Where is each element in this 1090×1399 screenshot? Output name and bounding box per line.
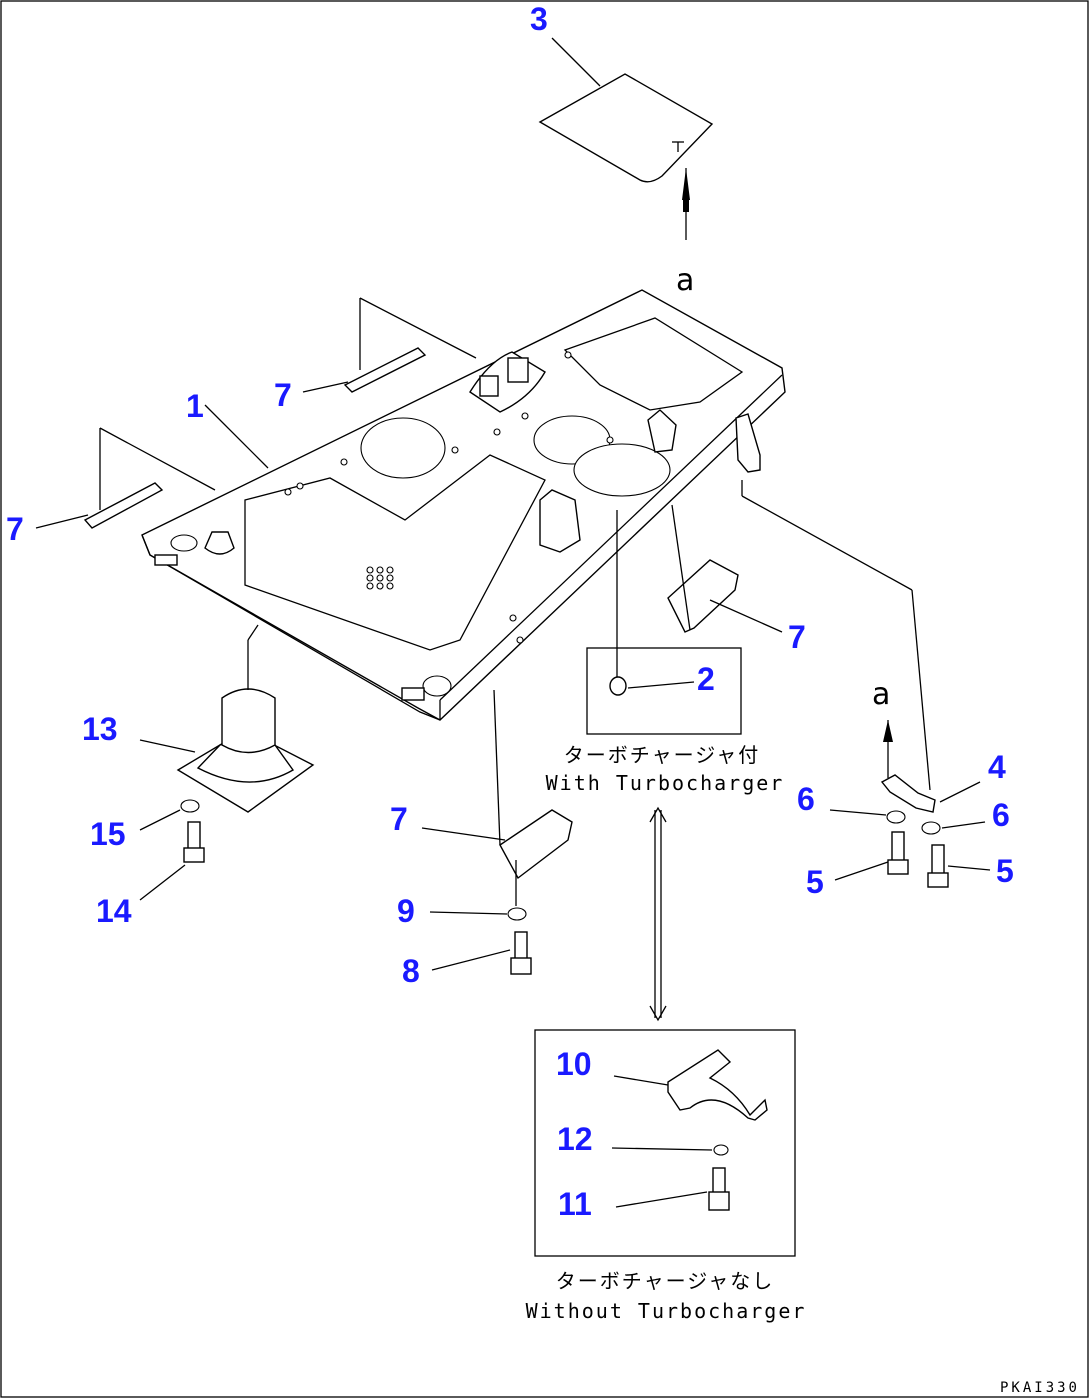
without-turbo-box xyxy=(534,1029,796,1257)
callout-14: 14 xyxy=(96,893,132,929)
callout-11: 11 xyxy=(558,1186,592,1222)
part-8-bolt xyxy=(431,931,532,975)
part-7-bracket-right xyxy=(667,504,783,633)
part-15-washer xyxy=(139,799,200,831)
part-4-bracket xyxy=(741,480,981,813)
part-7-bracket-upper xyxy=(302,297,477,393)
part-13-mount xyxy=(139,624,315,813)
callout-7-left: 7 xyxy=(6,511,24,547)
callout-13: 13 xyxy=(82,711,118,747)
callout-1: 1 xyxy=(186,388,204,424)
view-ref-a-bracket: a xyxy=(872,677,890,712)
view-arrow-top xyxy=(682,168,690,240)
callout-9: 9 xyxy=(397,893,415,929)
part-14-bolt xyxy=(139,821,205,901)
caption-with-turbo-en: With Turbocharger xyxy=(546,771,785,795)
callout-3: 3 xyxy=(530,1,548,37)
callout-8: 8 xyxy=(402,953,420,989)
view-arrow-bracket xyxy=(883,720,893,778)
callout-6-right: 6 xyxy=(992,797,1010,833)
callout-6-left: 6 xyxy=(797,781,815,817)
part-1-floor-frame xyxy=(141,289,786,721)
with-turbo-box xyxy=(586,510,742,735)
callout-2: 2 xyxy=(697,661,715,697)
callout-15: 15 xyxy=(90,816,126,852)
part-7-bracket-left xyxy=(35,427,216,529)
alternative-arrow xyxy=(649,806,667,1022)
part-7-bracket-lower xyxy=(421,689,573,880)
drawing-code: PKAI330 xyxy=(1000,1380,1080,1396)
part-3-cover-plate xyxy=(538,37,714,183)
callout-12: 12 xyxy=(557,1121,593,1157)
part-9-washer xyxy=(429,860,527,921)
caption-without-turbo-en: Without Turbocharger xyxy=(526,1299,807,1323)
part-6-washers xyxy=(829,809,986,835)
callout-7-right: 7 xyxy=(788,619,806,655)
callout-10: 10 xyxy=(556,1046,592,1082)
part-5-bolts xyxy=(834,831,991,888)
callout-7-upper: 7 xyxy=(274,377,292,413)
callout-5-right: 5 xyxy=(996,853,1014,889)
view-ref-a-top: a xyxy=(676,263,694,298)
caption-with-turbo-jp: ターボチャージャ付 xyxy=(564,743,760,767)
caption-without-turbo-jp: ターボチャージャなし xyxy=(556,1269,774,1293)
callout-4: 4 xyxy=(988,749,1006,785)
callout-5-left: 5 xyxy=(806,864,824,900)
callout-7-lower: 7 xyxy=(390,801,408,837)
